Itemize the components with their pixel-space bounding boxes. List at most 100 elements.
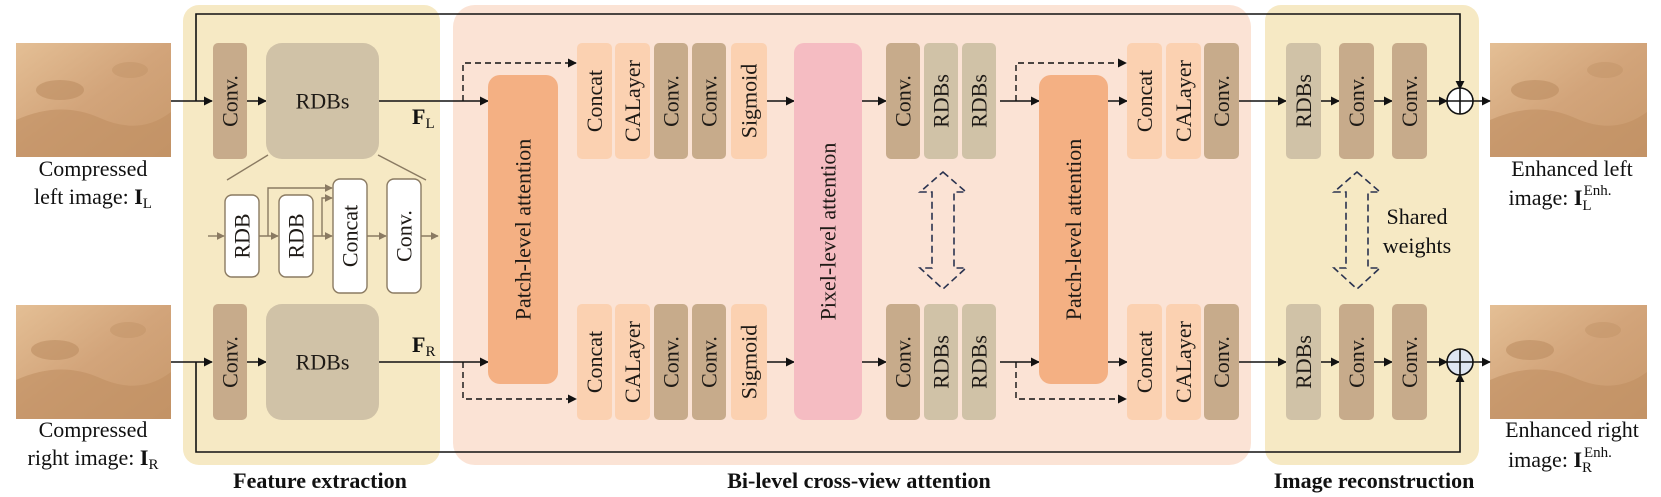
output-left-label-line2: image: ILEnh. xyxy=(1508,183,1611,214)
concat-a-right-label: Concat xyxy=(582,331,607,393)
conv-a2-right: Conv. xyxy=(692,304,726,420)
conv-a1-right: Conv. xyxy=(654,304,688,420)
flow-rdbs-left-dash xyxy=(1015,58,1127,101)
patch-attention-2-label: Patch-level attention xyxy=(1061,139,1086,320)
global-skip-right xyxy=(195,362,1465,453)
input-right-label-line2: right image: IR xyxy=(28,445,159,473)
shared-weights-line1: Shared xyxy=(1386,204,1447,229)
input-left-photo xyxy=(16,43,171,157)
rdb-detail-1: RDB xyxy=(224,194,260,278)
rdbs-b2-right-label: RDBs xyxy=(967,335,992,389)
conv-r1-left-label: Conv. xyxy=(1344,75,1369,127)
calayer-c-right-label: CALayer xyxy=(1171,320,1196,403)
conv-c-left-label: Conv. xyxy=(1209,75,1234,127)
rdbs-b2-right: RDBs xyxy=(962,304,996,420)
output-right-photo xyxy=(1490,305,1647,419)
pixel-attention-label: Pixel-level attention xyxy=(816,143,841,321)
shared-weights-line2: weights xyxy=(1383,233,1451,258)
input-right-label-line1: Compressed xyxy=(39,417,148,442)
calayer-c-right: CALayer xyxy=(1166,304,1201,420)
conv-r1-right: Conv. xyxy=(1339,304,1374,420)
patch-attention-2: Patch-level attention xyxy=(1039,75,1108,384)
output-right-label-line1: Enhanced right xyxy=(1505,417,1639,442)
conv-r2-right: Conv. xyxy=(1392,304,1427,420)
calayer-a-left-label: CALayer xyxy=(620,59,645,142)
feature-extraction-title: Feature extraction xyxy=(233,468,407,493)
concat-c-right-label: Concat xyxy=(1132,331,1157,393)
output-right-label-line2: image: IREnh. xyxy=(1508,445,1612,476)
rdbs-right: RDBs xyxy=(266,304,379,420)
conv-a2-left-label: Conv. xyxy=(697,75,722,127)
image-reconstruction-title: Image reconstruction xyxy=(1274,468,1475,493)
conv-r2-right-label: Conv. xyxy=(1397,336,1422,388)
rdbs-b2-left-label: RDBs xyxy=(967,74,992,128)
conv-a1-left: Conv. xyxy=(654,43,688,159)
rdbs-r-right: RDBs xyxy=(1286,304,1321,420)
sigmoid-left: Sigmoid xyxy=(731,43,767,159)
calayer-a-right-label: CALayer xyxy=(620,320,645,403)
conv-in-right: Conv. xyxy=(213,304,247,420)
rdbs-left-label: RDBs xyxy=(296,89,350,114)
rdbs-r-left-label: RDBs xyxy=(1291,74,1316,128)
flow-feature-left-dash xyxy=(462,58,577,101)
conv-in-right-label: Conv. xyxy=(218,336,243,388)
conv-r2-left-label: Conv. xyxy=(1397,75,1422,127)
feature-right-label: FR xyxy=(412,332,435,360)
conv-b-right-label: Conv. xyxy=(891,336,916,388)
rdb-detail-2-label: RDB xyxy=(284,213,309,258)
conv-b-left-label: Conv. xyxy=(891,75,916,127)
sigmoid-right-label: Sigmoid xyxy=(737,325,762,400)
rdbs-b1-right: RDBs xyxy=(924,304,958,420)
calayer-a-left: CALayer xyxy=(615,43,650,159)
rdbs-r-left: RDBs xyxy=(1286,43,1321,159)
rdb-detail-guide-right xyxy=(377,154,427,181)
conv-a2-left: Conv. xyxy=(692,43,726,159)
concat-c-left-label: Concat xyxy=(1132,70,1157,132)
concat-a-left-label: Concat xyxy=(582,70,607,132)
rdb-detail-concat: Concat xyxy=(332,178,368,294)
conv-b-left: Conv. xyxy=(886,43,920,159)
rdb-detail-concat-label: Concat xyxy=(338,205,363,267)
rdbs-r-right-label: RDBs xyxy=(1291,335,1316,389)
input-left-label-line1: Compressed xyxy=(39,156,148,181)
conv-r1-right-label: Conv. xyxy=(1344,336,1369,388)
rdb-detail-conv: Conv. xyxy=(386,178,422,294)
input-right-photo xyxy=(16,305,171,419)
conv-b-right: Conv. xyxy=(886,304,920,420)
conv-in-left-label: Conv. xyxy=(218,75,243,127)
patch-attention-1: Patch-level attention xyxy=(488,75,558,384)
rdbs-b1-right-label: RDBs xyxy=(929,335,954,389)
conv-r1-left: Conv. xyxy=(1339,43,1374,159)
patch-attention-1-label: Patch-level attention xyxy=(511,139,536,320)
output-left-label-line1: Enhanced left xyxy=(1511,156,1633,181)
rdbs-b2-left: RDBs xyxy=(962,43,996,159)
input-left-label-line2: left image: IL xyxy=(34,184,152,212)
conv-a1-left-label: Conv. xyxy=(659,75,684,127)
rdbs-left: RDBs xyxy=(266,43,379,159)
sigmoid-right: Sigmoid xyxy=(731,304,767,420)
concat-a-right: Concat xyxy=(577,304,612,420)
rdb-detail-2: RDB xyxy=(278,194,314,278)
shared-weights-arrow-attention xyxy=(917,170,969,291)
add-node-left xyxy=(1446,87,1474,115)
conv-a1-right-label: Conv. xyxy=(659,336,684,388)
concat-c-left: Concat xyxy=(1127,43,1162,159)
rdb-skip-1 xyxy=(267,184,333,236)
rdb-detail-guide-left xyxy=(226,154,269,181)
concat-a-left: Concat xyxy=(577,43,612,159)
rdb-skip-2 xyxy=(321,194,333,236)
rdbs-right-label: RDBs xyxy=(296,350,350,375)
conv-c-left: Conv. xyxy=(1204,43,1239,159)
rdbs-b1-left: RDBs xyxy=(924,43,958,159)
output-left-photo xyxy=(1490,43,1647,157)
conv-c-right-label: Conv. xyxy=(1209,336,1234,388)
rdb-detail-1-label: RDB xyxy=(230,213,255,258)
conv-in-left: Conv. xyxy=(213,43,247,159)
calayer-c-left: CALayer xyxy=(1166,43,1201,159)
conv-c-right: Conv. xyxy=(1204,304,1239,420)
calayer-a-right: CALayer xyxy=(615,304,650,420)
pixel-attention: Pixel-level attention xyxy=(794,43,862,420)
conv-a2-right-label: Conv. xyxy=(697,336,722,388)
sigmoid-left-label: Sigmoid xyxy=(737,64,762,139)
